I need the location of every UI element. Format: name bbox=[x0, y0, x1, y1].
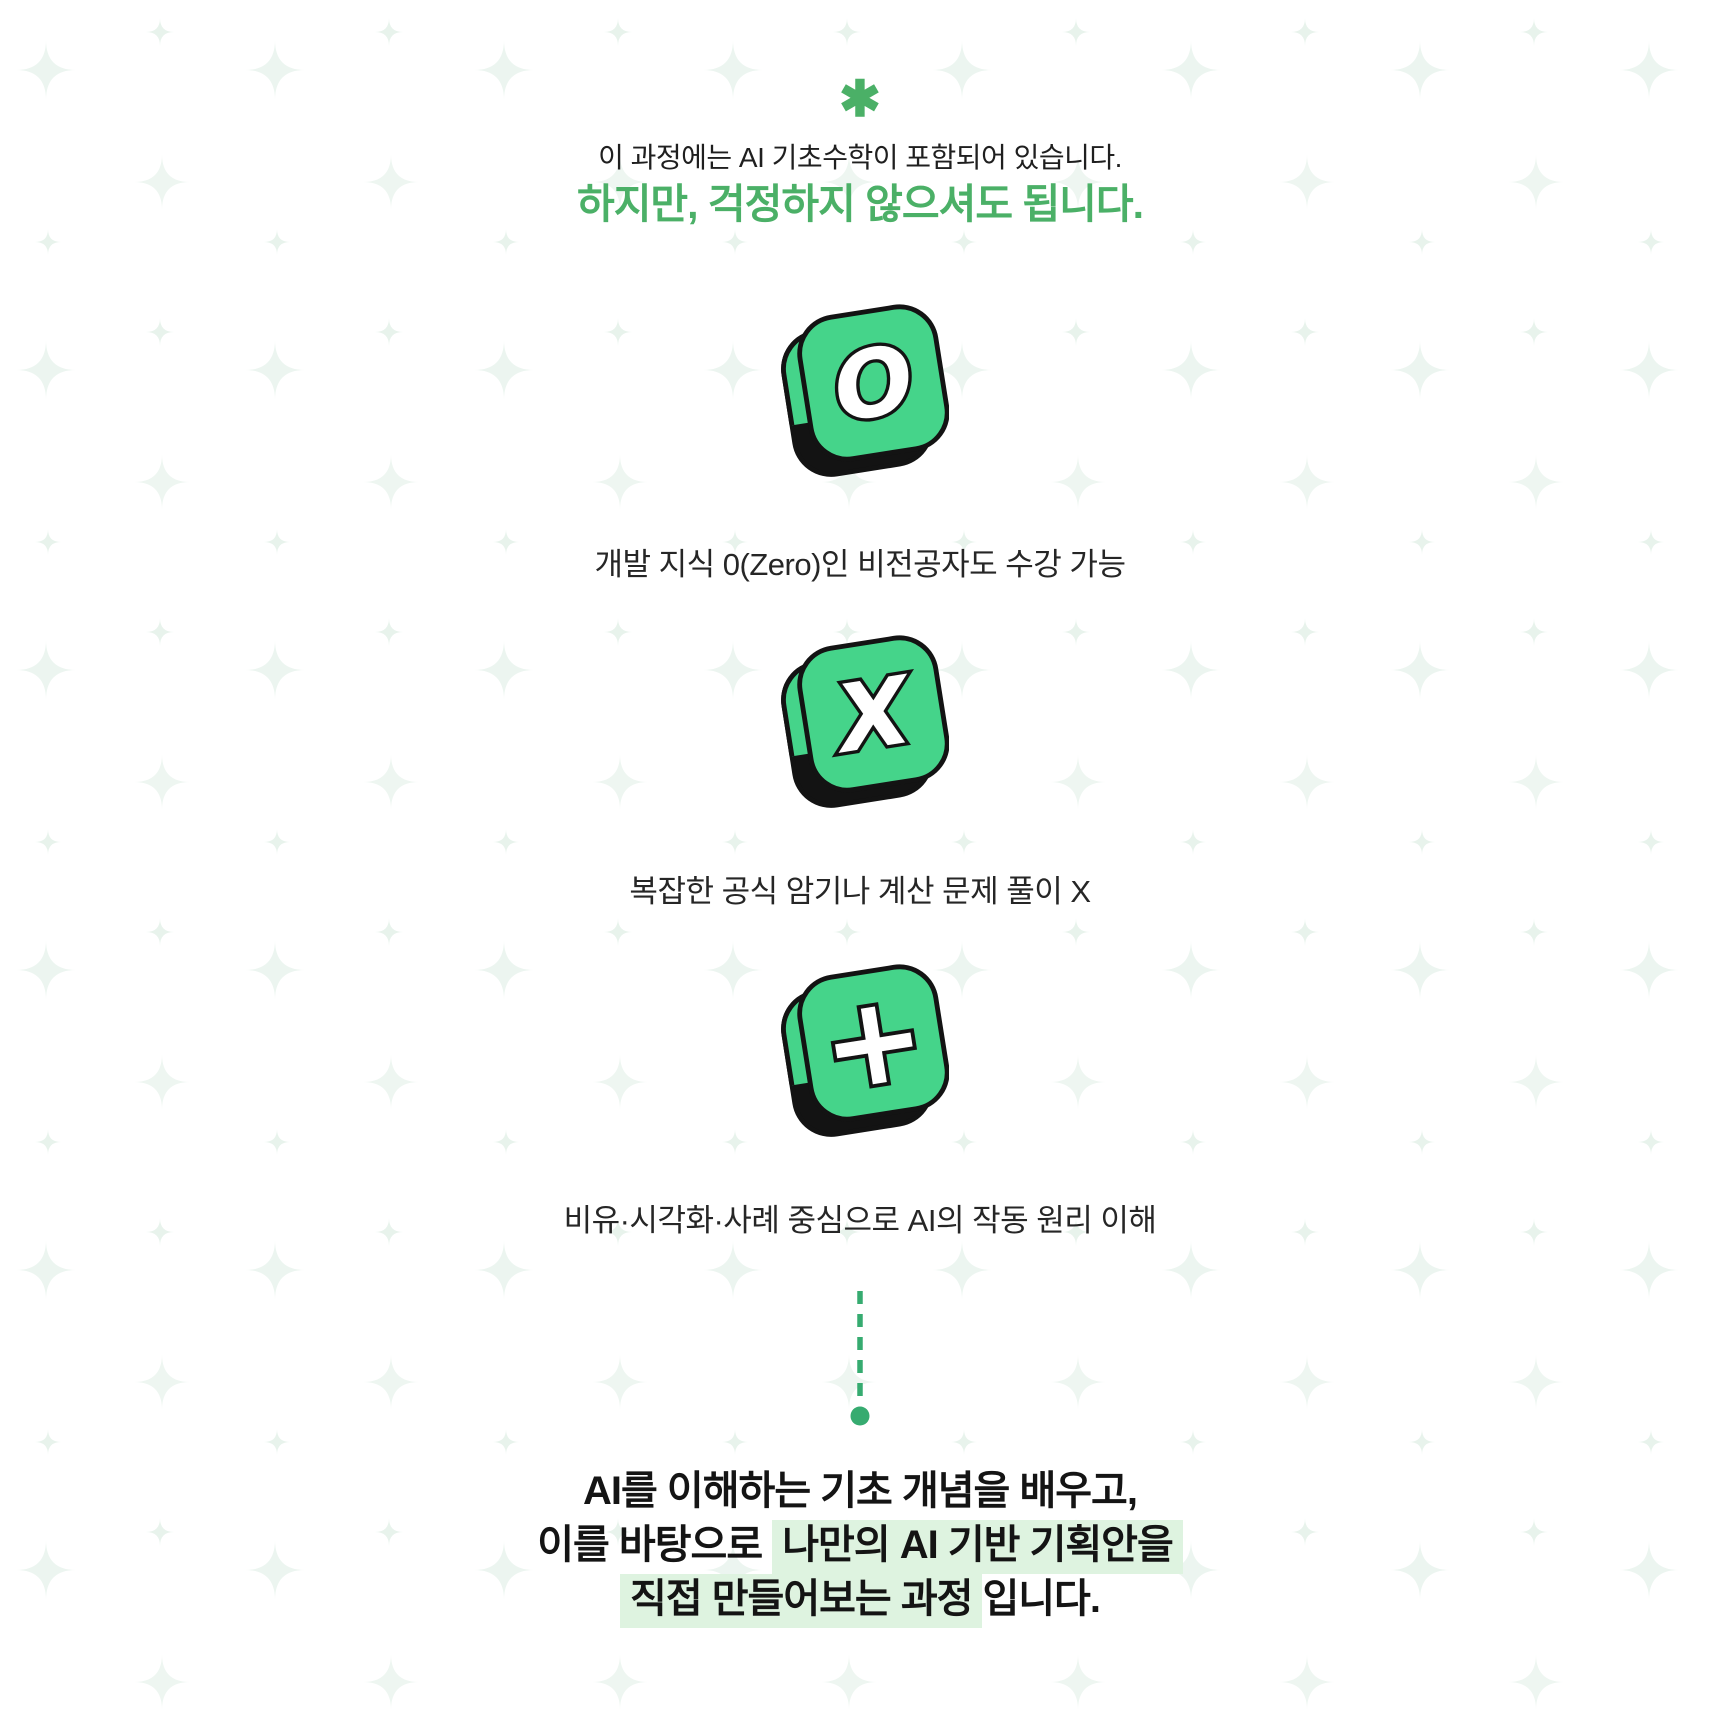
feature-caption: 비유·시각화·사례 중심으로 AI의 작동 원리 이해 bbox=[563, 1202, 1157, 1238]
zero-badge-icon: O bbox=[771, 292, 949, 490]
summary-line-1: AI를 이해하는 기초 개념을 배우고, bbox=[537, 1464, 1183, 1518]
summary-line-1-text: AI를 이해하는 기초 개념을 배우고, bbox=[583, 1469, 1138, 1514]
connector-dot-icon bbox=[850, 1406, 870, 1426]
summary-highlight-course: 직접 만들어보는 과정 bbox=[620, 1574, 983, 1629]
course-note: 이 과정에는 AI 기초수학이 포함되어 있습니다. bbox=[598, 142, 1122, 173]
dotted-connector bbox=[850, 1291, 870, 1426]
summary-line-2-prefix: 이를 바탕으로 bbox=[537, 1523, 773, 1568]
feature-caption: 복잡한 공식 암기나 계산 문제 풀이 X bbox=[629, 873, 1091, 909]
plus-glyph: + bbox=[812, 963, 935, 1119]
summary-line-3-suffix: 입니다. bbox=[982, 1577, 1101, 1622]
plus-badge-icon: + bbox=[771, 952, 949, 1150]
summary-highlight-plan: 나만의 AI 기반 기획안을 bbox=[772, 1520, 1183, 1575]
zero-glyph: O bbox=[826, 325, 921, 444]
feature-caption: 개발 지식 0(Zero)인 비전공자도 수강 가능 bbox=[594, 547, 1126, 583]
headline: 하지만, 걱정하지 않으셔도 됩니다. bbox=[576, 181, 1144, 227]
x-badge-icon: X bbox=[771, 623, 949, 821]
asterisk-icon: ✱ bbox=[839, 71, 881, 127]
summary-text: AI를 이해하는 기초 개념을 배우고, 이를 바탕으로 나만의 AI 기반 기… bbox=[537, 1464, 1183, 1629]
summary-line-2: 이를 바탕으로 나만의 AI 기반 기획안을 bbox=[537, 1518, 1183, 1575]
